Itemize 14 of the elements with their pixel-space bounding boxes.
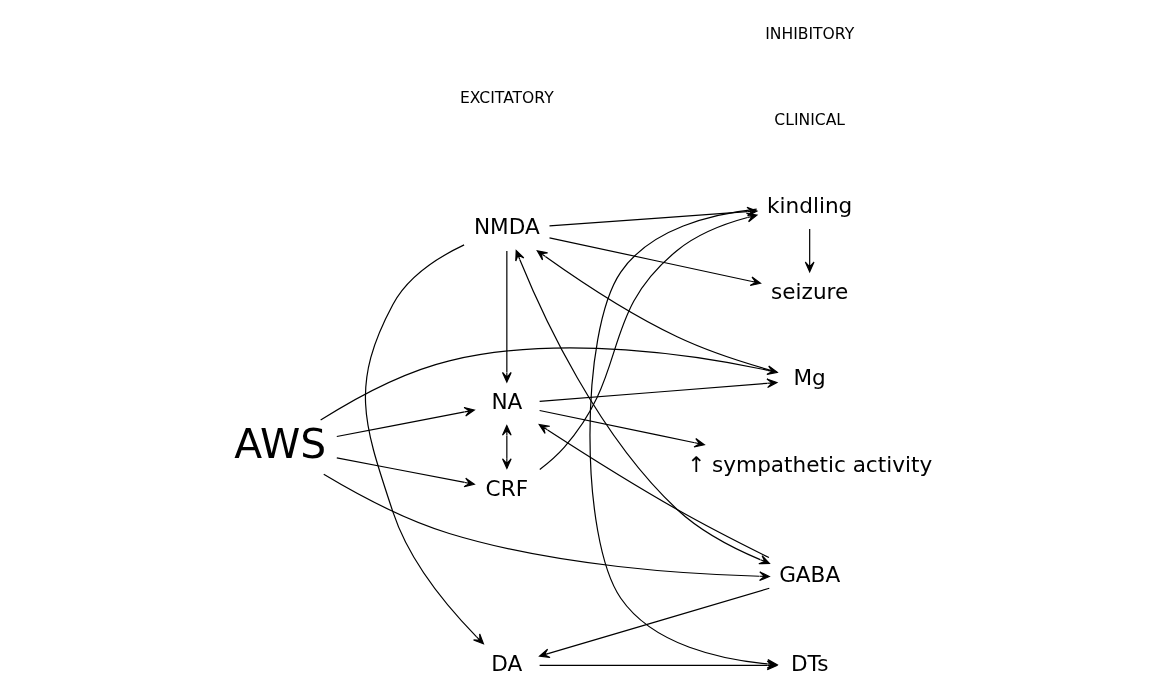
- node-text: Mg: [793, 365, 826, 391]
- label: CLINICAL: [774, 111, 845, 129]
- node-text: NA: [491, 389, 523, 415]
- node-text: CRF: [485, 475, 529, 501]
- label: EXCITATORY: [459, 89, 554, 108]
- node-text: GABA: [779, 561, 841, 587]
- node-text: DA: [491, 650, 523, 676]
- node-text: seizure: [771, 278, 849, 304]
- node-text: kindling: [767, 192, 853, 218]
- node-text: AWS: [234, 419, 327, 468]
- node-text: DTs: [790, 650, 829, 676]
- label: INHIBITORY: [765, 24, 855, 43]
- node-text: ↑ sympathetic activity: [687, 451, 933, 477]
- node-text: NMDA: [473, 214, 540, 240]
